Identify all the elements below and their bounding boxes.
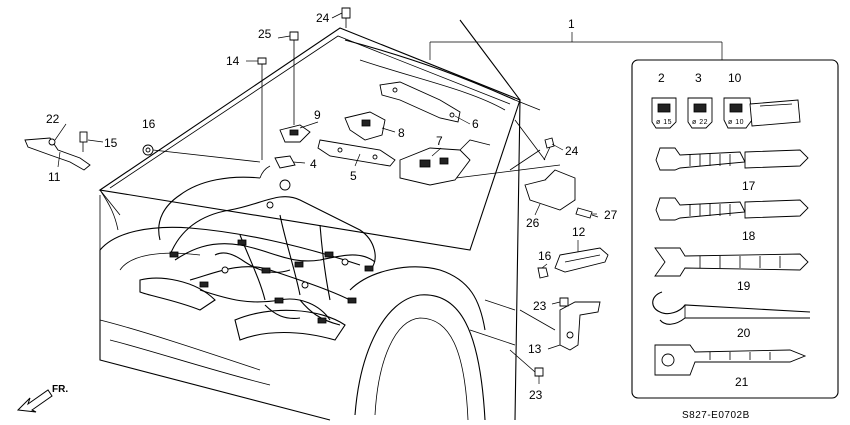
right-side-parts (509, 137, 609, 377)
clip-size-labels: ø 15 ø 22 ø 10 (656, 119, 744, 126)
front-indicator: FR. (16, 384, 68, 413)
callout-26: 26 (526, 216, 540, 230)
callout-16-right: 16 (538, 249, 552, 263)
kit-box (429, 32, 839, 399)
leader-lines (54, 12, 597, 384)
callout-24-top: 24 (316, 11, 330, 25)
callout-16-left: 16 (142, 117, 156, 131)
front-label: FR. (52, 384, 68, 395)
left-side-parts (24, 7, 351, 171)
callout-2: 2 (658, 71, 665, 85)
callout-18: 18 (742, 229, 756, 243)
callout-11: 11 (48, 170, 61, 184)
clips-row (651, 97, 801, 129)
clip-size-10: ø 10 (728, 119, 744, 126)
callout-25: 25 (258, 27, 272, 41)
callout-6: 6 (472, 117, 479, 131)
callout-9: 9 (314, 108, 321, 122)
callout-7: 7 (436, 134, 443, 148)
callout-5: 5 (350, 169, 357, 183)
callout-22: 22 (46, 112, 60, 126)
callout-19: 19 (737, 279, 751, 293)
callout-21: 21 (735, 375, 749, 389)
callout-27: 27 (604, 208, 618, 222)
callout-8: 8 (398, 126, 405, 140)
callout-20: 20 (737, 326, 751, 340)
callout-14: 14 (226, 54, 240, 68)
clip-size-2: ø 15 (656, 119, 672, 126)
diagram-code: S827-E0702B (682, 410, 750, 421)
vehicle-outline (98, 19, 561, 421)
clip-size-3: ø 22 (692, 119, 708, 126)
callout-17: 17 (742, 179, 756, 193)
callout-4: 4 (310, 157, 317, 171)
callout-labels: 1 2 3 10 4 5 6 7 8 9 11 12 13 14 15 16 1… (46, 11, 756, 402)
callout-1: 1 (568, 17, 575, 31)
callout-15: 15 (104, 136, 118, 150)
under-hood-parts (274, 81, 491, 186)
callout-10: 10 (728, 71, 742, 85)
callout-12: 12 (572, 225, 586, 239)
front-arrow-icon (16, 389, 53, 413)
callout-3: 3 (695, 71, 702, 85)
callout-23-lower: 23 (529, 388, 543, 402)
callout-24-right: 24 (565, 144, 579, 158)
engine-wire-harness (158, 165, 376, 326)
callout-13: 13 (528, 342, 542, 356)
callout-23-upper: 23 (533, 299, 547, 313)
tie-straps (652, 147, 811, 376)
